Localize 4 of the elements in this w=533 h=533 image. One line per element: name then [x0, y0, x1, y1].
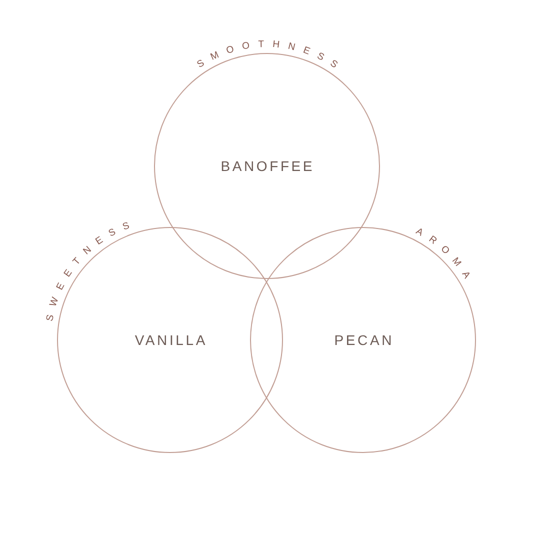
venn-circle — [250, 227, 476, 453]
circle-label: PECAN — [334, 332, 394, 348]
circle-label: VANILLA — [134, 332, 208, 348]
circle-label: BANOFFEE — [220, 158, 315, 174]
